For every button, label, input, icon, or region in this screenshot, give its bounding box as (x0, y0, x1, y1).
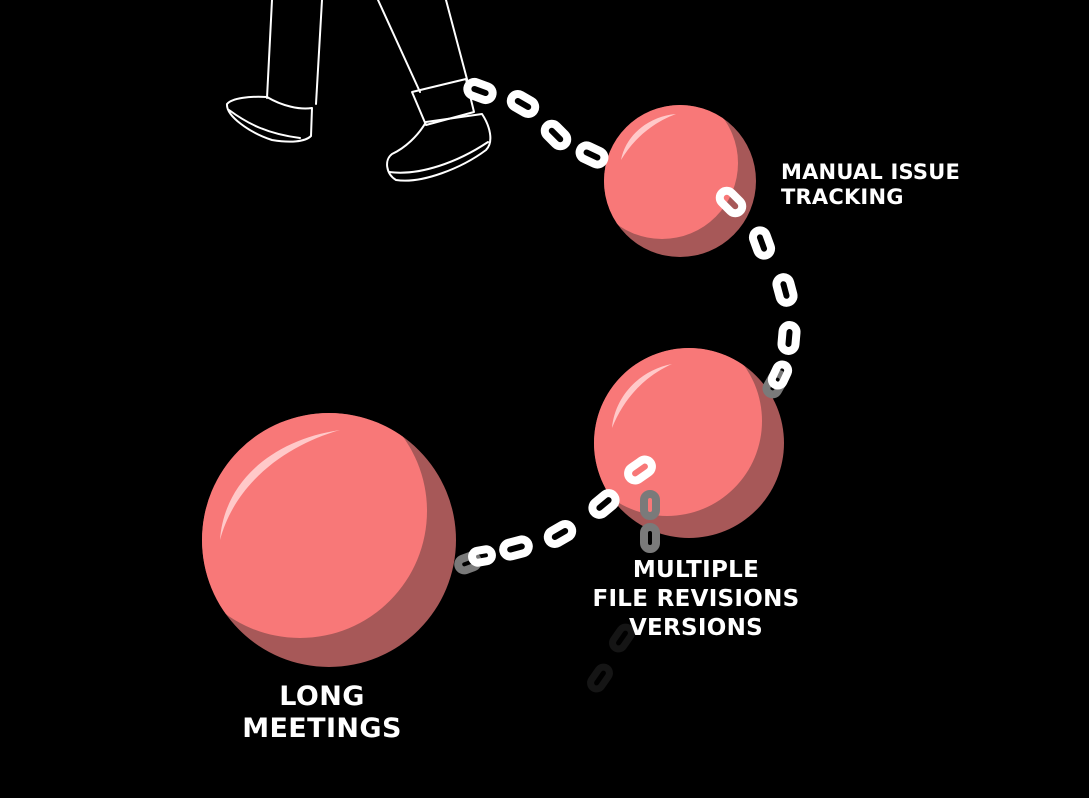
ball-manual-issue-tracking (604, 105, 756, 257)
label-line: FILE REVISIONS (592, 586, 800, 612)
chain-ball1-to-ball2 (715, 186, 801, 390)
legs-outline (226, 0, 492, 182)
label-line: MEETINGS (242, 713, 402, 744)
chain-ball2-to-ball3 (468, 455, 656, 567)
chain-dangling-dark (587, 623, 635, 693)
label-manual-issue-tracking: MANUAL ISSUE TRACKING (781, 160, 960, 210)
chain-ankle-to-ball1 (463, 77, 609, 169)
back-shoe-sole (228, 109, 301, 139)
ball-multiple-file-revisions (594, 348, 784, 538)
label-line: LONG (279, 681, 365, 712)
label-line: MANUAL ISSUE (781, 160, 960, 184)
front-leg (377, 0, 469, 93)
label-multiple-file-revisions: MULTIPLE FILE REVISIONS VERSIONS (574, 556, 818, 643)
front-shoe (386, 113, 492, 182)
front-shoe-sole (388, 141, 489, 174)
label-line: MULTIPLE (632, 557, 760, 583)
back-leg (266, 0, 323, 105)
ball-long-meetings (202, 413, 456, 667)
label-line: TRACKING (781, 185, 904, 209)
label-line: VERSIONS (628, 615, 764, 641)
label-long-meetings: LONG MEETINGS (222, 681, 422, 745)
front-cuff (411, 78, 475, 126)
back-shoe (226, 95, 313, 143)
